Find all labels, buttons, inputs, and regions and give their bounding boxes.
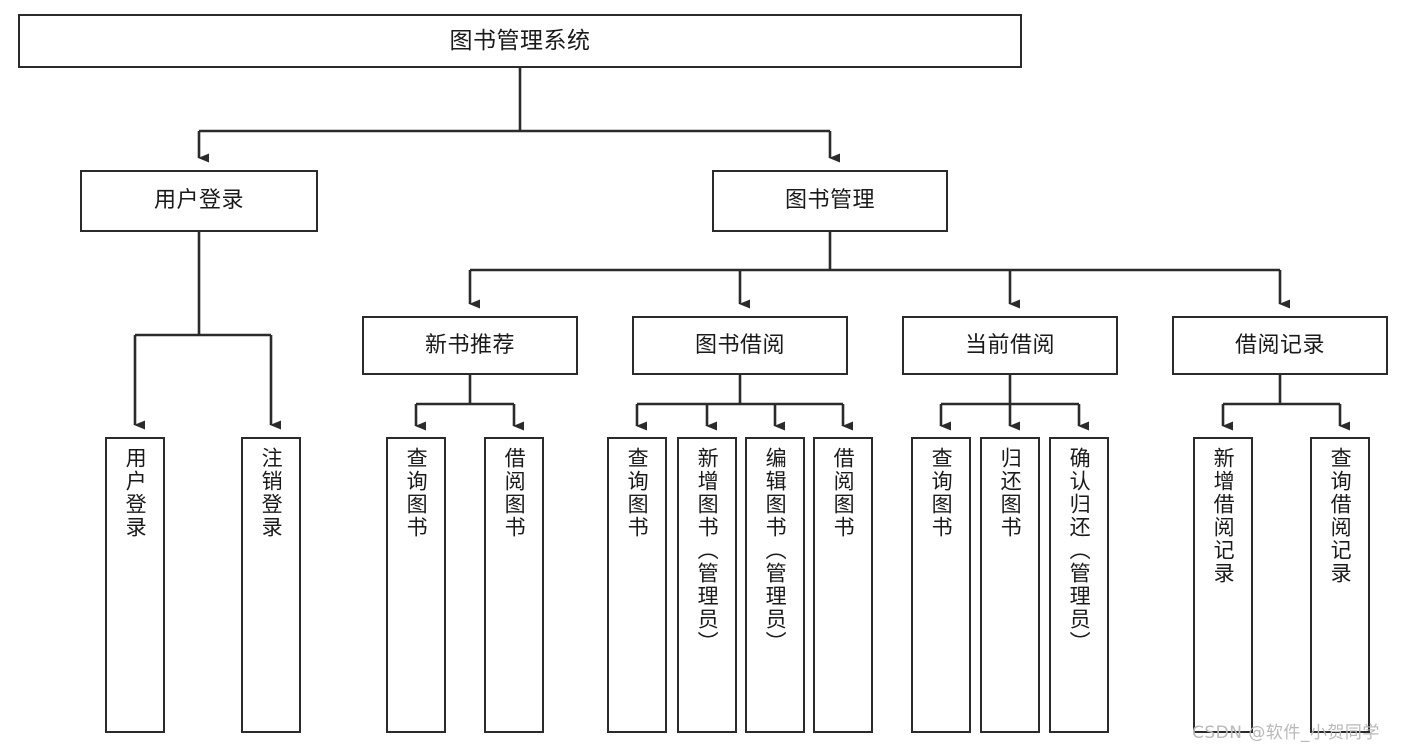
node-leaf-query-book-borrow-label: 查询图书 [625, 447, 650, 539]
node-leaf-query-book-current[interactable]: 查询图书 [911, 437, 971, 733]
node-book-management-label: 图书管理 [784, 188, 875, 214]
node-leaf-borrow-book-recommend[interactable]: 借阅图书 [484, 437, 544, 733]
csdn-watermark: CSDN @软件_小贺同学 [1192, 723, 1380, 743]
node-leaf-logout-label: 注销登录 [259, 447, 284, 539]
node-leaf-confirm-return-admin[interactable]: 确认归还（管理员） [1049, 437, 1109, 733]
node-leaf-logout[interactable]: 注销登录 [241, 437, 301, 733]
node-leaf-confirm-return-admin-label: 确认归还（管理员） [1067, 447, 1092, 654]
node-leaf-add-book-admin[interactable]: 新增图书（管理员） [677, 437, 737, 733]
node-leaf-query-book-current-label: 查询图书 [929, 447, 954, 539]
node-book-borrow[interactable]: 图书借阅 [632, 316, 848, 375]
node-leaf-edit-book-admin-label: 编辑图书（管理员） [763, 447, 788, 654]
node-new-book-recommend-label: 新书推荐 [424, 332, 515, 358]
node-leaf-return-book[interactable]: 归还图书 [980, 437, 1040, 733]
node-leaf-user-login-label: 用户登录 [123, 447, 148, 539]
node-leaf-query-borrow-record-label: 查询借阅记录 [1328, 447, 1353, 585]
node-borrow-record[interactable]: 借阅记录 [1172, 316, 1388, 375]
node-current-borrow[interactable]: 当前借阅 [902, 316, 1118, 375]
node-new-book-recommend[interactable]: 新书推荐 [362, 316, 578, 375]
node-leaf-query-borrow-record[interactable]: 查询借阅记录 [1310, 437, 1370, 733]
node-leaf-add-book-admin-label: 新增图书（管理员） [695, 447, 720, 654]
node-leaf-borrow-book-label: 借阅图书 [831, 447, 856, 539]
node-leaf-query-book-recommend[interactable]: 查询图书 [386, 437, 446, 733]
node-book-management[interactable]: 图书管理 [712, 170, 948, 232]
node-leaf-query-book-borrow[interactable]: 查询图书 [607, 437, 667, 733]
node-leaf-edit-book-admin[interactable]: 编辑图书（管理员） [745, 437, 805, 733]
node-leaf-add-borrow-record-label: 新增借阅记录 [1211, 447, 1236, 585]
node-user-login-label: 用户登录 [153, 188, 244, 214]
node-leaf-query-book-recommend-label: 查询图书 [404, 447, 429, 539]
node-root-system-label: 图书管理系统 [449, 27, 591, 54]
node-book-borrow-label: 图书借阅 [694, 332, 785, 358]
node-user-login[interactable]: 用户登录 [80, 170, 318, 232]
node-root-system[interactable]: 图书管理系统 [18, 14, 1022, 68]
node-leaf-borrow-book-recommend-label: 借阅图书 [502, 447, 527, 539]
node-current-borrow-label: 当前借阅 [964, 332, 1055, 358]
node-leaf-borrow-book[interactable]: 借阅图书 [813, 437, 873, 733]
node-leaf-return-book-label: 归还图书 [998, 447, 1023, 539]
node-leaf-add-borrow-record[interactable]: 新增借阅记录 [1193, 437, 1253, 733]
node-leaf-user-login[interactable]: 用户登录 [105, 437, 165, 733]
node-borrow-record-label: 借阅记录 [1234, 332, 1325, 358]
